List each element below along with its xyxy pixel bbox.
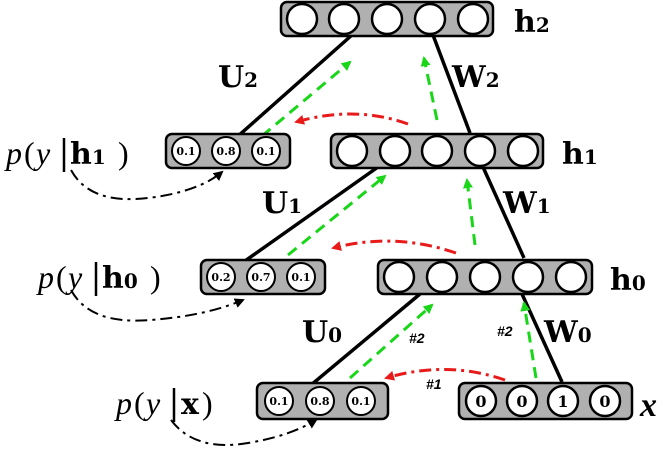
green-arrow-w2 (420, 56, 439, 121)
prob-value: 0.1 (176, 145, 195, 158)
svg-text:(: ( (24, 135, 35, 171)
svg-text:h1: h1 (70, 137, 106, 172)
input-bit: 0 (475, 392, 486, 411)
svg-text:): ) (150, 259, 161, 295)
step-tag: #2 (409, 330, 425, 346)
prob-value: 0.1 (269, 395, 288, 408)
weight-label-w1: W1 (502, 186, 551, 221)
weight-label-w0: W0 (543, 315, 592, 350)
prob-value: 0.1 (291, 271, 310, 284)
svg-text:p: p (36, 259, 54, 295)
black-arrow-h0 (70, 289, 245, 322)
black-arrow-h1 (70, 169, 224, 201)
weight-label-u2: U2 (218, 60, 258, 95)
layer-x: 0 0 1 0 (457, 381, 634, 421)
output-label-x: p ( y x ) (114, 385, 213, 422)
input-bit: 0 (516, 392, 527, 411)
classifier-x: 0.1 0.8 0.1 (255, 381, 390, 421)
green-arrow-w0 (520, 301, 538, 379)
red-arrow-h0 (331, 239, 457, 255)
svg-text:(: ( (56, 259, 67, 295)
svg-text:p: p (4, 135, 22, 171)
classifier-h1: 0.1 0.8 0.1 (164, 132, 292, 170)
input-bit: 0 (599, 392, 610, 411)
svg-text:y: y (33, 135, 51, 171)
svg-text:): ) (202, 385, 213, 421)
green-arrow-u1 (287, 174, 387, 257)
classifier-h0: 0.2 0.7 0.1 (199, 258, 327, 296)
layer-h0 (376, 258, 594, 296)
weight-label-u1: U1 (262, 186, 302, 221)
prob-value: 0.8 (310, 395, 329, 408)
green-arrow-w1 (463, 178, 477, 246)
black-arrow-x (170, 418, 318, 446)
label-h0: h0 (610, 263, 646, 298)
red-arrow-h1 (294, 112, 409, 126)
input-bit: 1 (557, 392, 568, 411)
edge-u2 (226, 33, 354, 147)
weight-label-u0: U0 (302, 315, 342, 350)
prob-value: 0.7 (251, 271, 270, 284)
svg-text:h0: h0 (102, 261, 138, 296)
prob-value: 0.1 (351, 395, 370, 408)
svg-text:x: x (181, 387, 200, 422)
green-arrow-u2 (261, 60, 352, 138)
prob-value: 0.2 (211, 271, 230, 284)
step-tag: #2 (497, 323, 513, 339)
svg-text:y: y (65, 259, 83, 295)
layer-h1 (329, 132, 545, 170)
svg-text:p: p (114, 385, 132, 421)
edge-w2 (431, 34, 472, 134)
label-h1: h1 (562, 137, 598, 172)
output-label-h0: p ( y h0 ) (36, 259, 161, 296)
svg-text:y: y (143, 385, 161, 421)
edge-u0 (303, 292, 422, 392)
svg-text:(: ( (134, 385, 145, 421)
edge-u1 (233, 165, 380, 270)
red-arrow-x (384, 368, 506, 382)
svg-text:): ) (118, 135, 129, 171)
green-arrow-u0 (349, 303, 434, 380)
prob-value: 0.1 (256, 145, 275, 158)
output-label-h1: p ( y h1 ) (4, 135, 129, 172)
prob-value: 0.8 (216, 145, 235, 158)
label-h2: h2 (514, 5, 550, 40)
edge-w1 (481, 166, 526, 259)
weight-label-w2: W2 (451, 60, 500, 95)
label-x: x (639, 387, 657, 424)
layer-h2 (279, 0, 495, 38)
step-tag: #1 (426, 376, 442, 392)
